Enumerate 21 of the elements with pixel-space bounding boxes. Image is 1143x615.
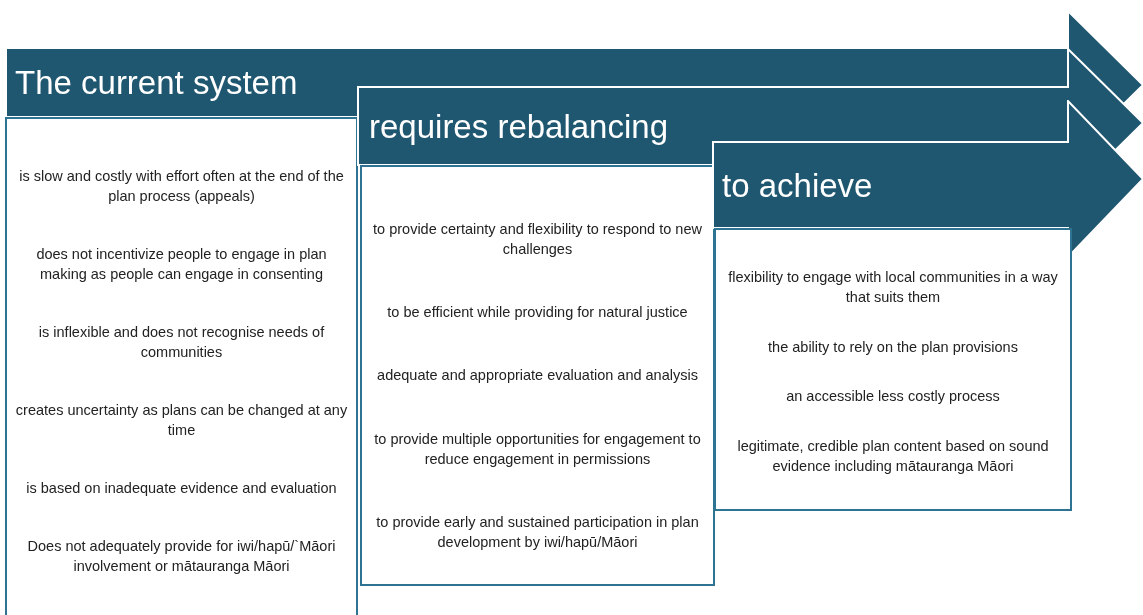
text-panel	[5, 117, 358, 615]
panel-text: flexibility to engage with local communities in a way that suits them	[727, 267, 1059, 307]
panel-text: Does not adequately provide for iwi/hapū/`Māori involvement or mātauranga Māori	[26, 537, 337, 576]
panel-text: is based on inadequate evidence and evaluation	[25, 479, 338, 498]
panel-text: the ability to rely on the plan provisions	[767, 337, 1019, 357]
panel-text: to provide early and sustained participation in plan development by iwi/hapū/Māori	[375, 513, 700, 553]
panel-text: does not incentivize people to engage in plan making as people can engage in consenting	[35, 245, 328, 284]
panel-text: creates uncertainty as plans can be changed at any time	[15, 401, 348, 440]
panel-text: to provide multiple opportunities for engagement to reduce engagement in permissions	[373, 429, 702, 469]
text-panel	[360, 165, 715, 586]
heading-text: The current system	[15, 66, 298, 99]
panel-text: is slow and costly with effort often at the end of the plan process (appeals)	[18, 167, 345, 206]
heading-text: requires rebalancing	[369, 109, 668, 143]
panel-text: to be efficient while providing for natural justice	[386, 303, 689, 323]
panel-text: is inflexible and does not recognise needs of communities	[37, 323, 326, 362]
panel-text: adequate and appropriate evaluation and analysis	[376, 366, 699, 386]
heading-text: to achieve	[722, 168, 873, 202]
panel-text: an accessible less costly process	[785, 387, 1001, 407]
panel-text: legitimate, credible plan content based on sound evidence including mātauranga Māori	[736, 437, 1050, 477]
panel-text: to provide certainty and flexibility to respond to new challenges	[372, 219, 703, 259]
text-panel	[714, 228, 1072, 511]
